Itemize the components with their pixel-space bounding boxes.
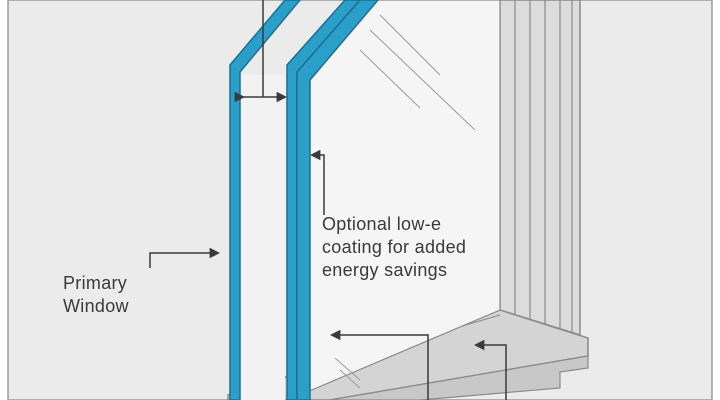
gap-dimension-arrow bbox=[234, 0, 288, 103]
glass-leader-arrow bbox=[329, 329, 429, 400]
coating-leader-arrow bbox=[309, 149, 325, 215]
pane-gap bbox=[238, 75, 285, 400]
primary-window-pane bbox=[229, 0, 301, 400]
coating-label-line-1: Optional low-e bbox=[322, 214, 442, 234]
primary-window-leader-arrow bbox=[149, 247, 221, 268]
coating-label-line-2: coating for added bbox=[322, 237, 467, 257]
window-frame bbox=[499, 0, 581, 337]
coating-label: Optional low-e coating for added energy … bbox=[322, 213, 466, 282]
primary-window-label-line-2: Window bbox=[63, 296, 129, 316]
frame-leader-arrow bbox=[473, 339, 507, 400]
primary-window-label: Primary Window bbox=[63, 272, 129, 318]
secondary-window-pane bbox=[286, 0, 379, 400]
coating-label-line-3: energy savings bbox=[322, 260, 448, 280]
primary-window-label-line-1: Primary bbox=[63, 273, 128, 293]
